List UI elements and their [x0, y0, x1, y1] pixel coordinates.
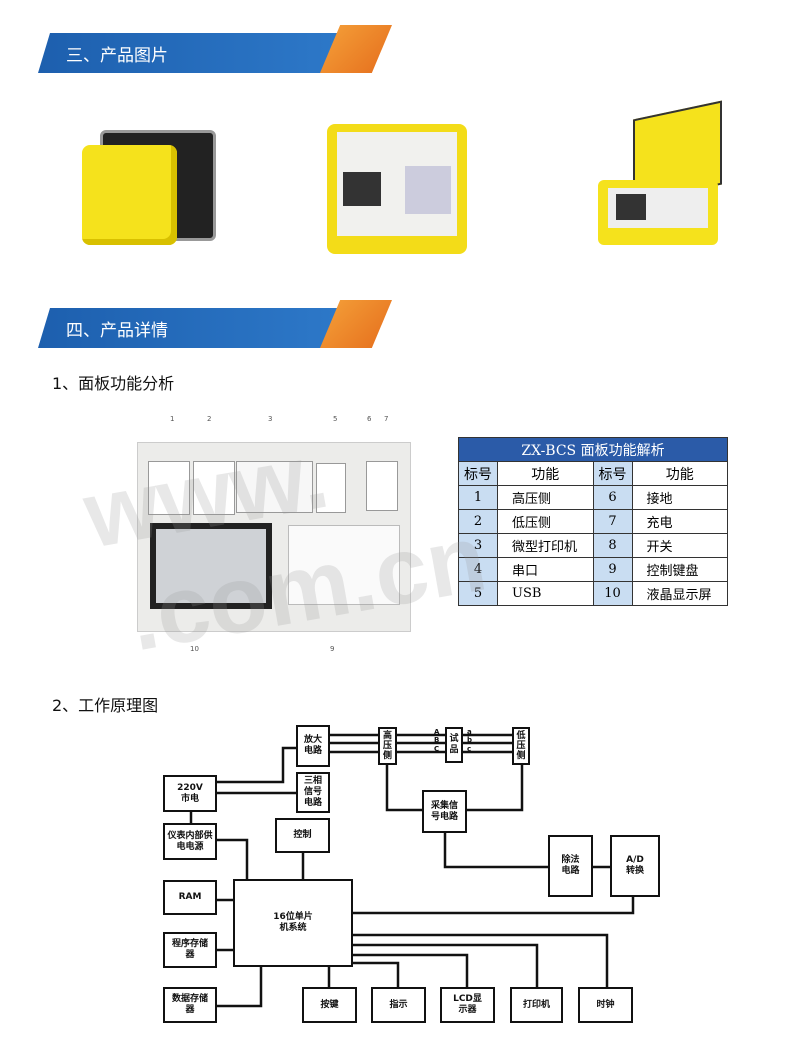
phase-label: b	[467, 736, 472, 744]
callout-number: 5	[333, 415, 338, 423]
block-adc: A/D转换	[610, 835, 660, 897]
table-header: 功能	[631, 461, 728, 486]
block-lcd: LCD显示器	[440, 987, 495, 1023]
block-ctrl: 控制	[275, 818, 330, 853]
row-number: 1	[458, 485, 498, 510]
callout-number: 2	[207, 415, 212, 423]
block-div: 除法电路	[548, 835, 593, 897]
row-number: 9	[592, 557, 633, 582]
row-number: 2	[458, 509, 498, 534]
block-mains: 220V市电	[163, 775, 217, 812]
panel-analysis-title: 1、面板功能分析	[52, 374, 175, 393]
block-amp: 放大电路	[296, 725, 330, 767]
row-function: 控制键盘	[631, 557, 728, 582]
section-title: 四、产品详情	[66, 321, 168, 341]
row-number: 3	[458, 533, 498, 558]
row-number: 10	[592, 581, 633, 606]
phase-label: c	[467, 745, 471, 753]
block-prn: 打印机	[510, 987, 563, 1023]
table-header: 功能	[497, 461, 594, 486]
callout-number: 10	[190, 645, 199, 653]
product-image-front	[327, 124, 467, 254]
block-clk: 时钟	[578, 987, 633, 1023]
block-mcu: 16位单片机系统	[233, 879, 353, 967]
block-key: 按键	[302, 987, 357, 1023]
row-function: 充电	[631, 509, 728, 534]
panel-photo	[137, 442, 411, 632]
block-lv: 低压侧	[512, 727, 530, 765]
section-header-product-images: 三、产品图片	[38, 25, 393, 75]
block-power: 仪表内部供电电源	[163, 823, 217, 860]
table-header: 标号	[592, 461, 633, 486]
row-number: 6	[592, 485, 633, 510]
callout-number: 9	[330, 645, 335, 653]
product-image-case	[82, 130, 216, 245]
section-header-product-details: 四、产品详情	[38, 300, 393, 350]
product-image-open	[598, 100, 723, 250]
block-ram: RAM	[163, 880, 217, 915]
callout-number: 1	[170, 415, 175, 423]
row-number: 5	[458, 581, 498, 606]
phase-label: a	[467, 728, 472, 736]
callout-number: 7	[384, 415, 389, 423]
table-header: 标号	[458, 461, 498, 486]
block-prog: 程序存储器	[163, 932, 217, 968]
callout-number: 6	[367, 415, 372, 423]
phase-label: C	[434, 745, 439, 753]
block-sample: 试品	[445, 727, 463, 763]
row-function: 液晶显示屏	[631, 581, 728, 606]
phase-label: B	[434, 736, 439, 744]
block-ind: 指示	[371, 987, 426, 1023]
block-acq: 采集信号电路	[422, 790, 467, 833]
principle-title: 2、工作原理图	[52, 696, 159, 715]
row-number: 4	[458, 557, 498, 582]
block-data: 数据存储器	[163, 987, 217, 1023]
phase-label: A	[434, 728, 440, 736]
diagram-connectors	[189, 733, 635, 1008]
block-three: 三相信号电路	[296, 772, 330, 813]
block-hv: 高压侧	[378, 727, 397, 765]
table-title: ZX-BCS 面板功能解析	[458, 437, 728, 462]
callout-number: 3	[268, 415, 273, 423]
row-number: 8	[592, 533, 633, 558]
section-title: 三、产品图片	[66, 46, 168, 66]
